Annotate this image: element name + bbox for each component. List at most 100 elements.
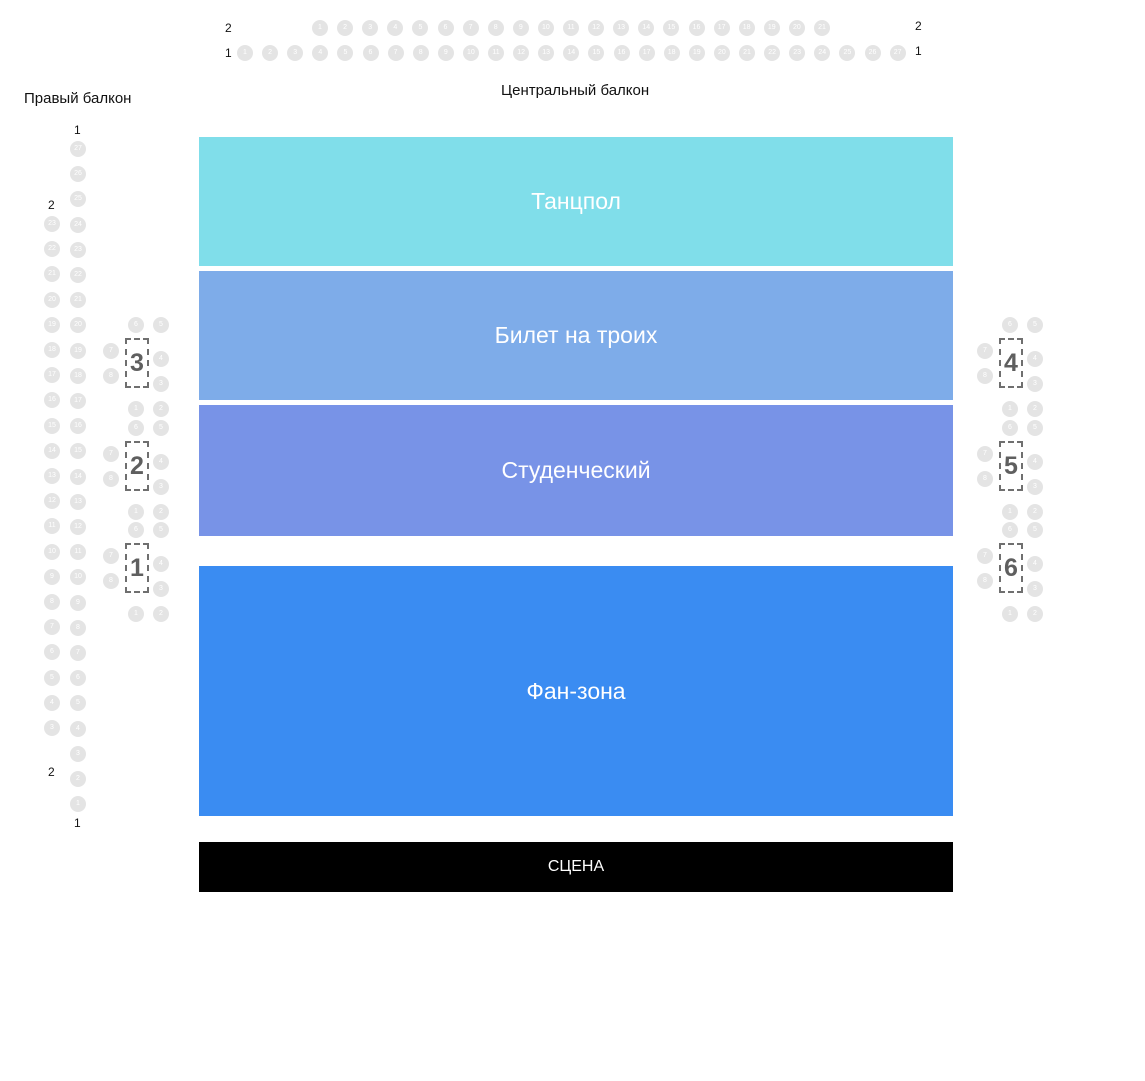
seat-center-r2[interactable]: 9 — [512, 20, 529, 36]
seat-box-6[interactable]: 6 — [1002, 522, 1018, 538]
seat-box-5[interactable]: 1 — [1002, 504, 1018, 520]
seat-box-2[interactable]: 4 — [153, 454, 169, 470]
seat-center-r1[interactable]: 7 — [387, 45, 404, 61]
seat-side-r1[interactable]: 24 — [70, 216, 86, 233]
seat-side-r1[interactable]: 20 — [70, 317, 86, 334]
seat-center-r2[interactable]: 16 — [688, 20, 705, 36]
seat-box-3[interactable]: 8 — [103, 368, 119, 384]
zone-fanzone[interactable]: Фан-зона — [199, 566, 953, 816]
seat-side-r1[interactable]: 25 — [70, 191, 86, 208]
seat-side-r1[interactable]: 11 — [70, 544, 86, 561]
seat-side-r1[interactable]: 7 — [70, 645, 86, 661]
seat-side-r2[interactable]: 9 — [44, 568, 60, 585]
seat-center-r2[interactable]: 6 — [437, 20, 454, 36]
seat-side-r1[interactable]: 5 — [70, 695, 86, 712]
seat-center-r1[interactable]: 8 — [412, 45, 429, 61]
seat-side-r2[interactable]: 23 — [44, 216, 60, 232]
seat-center-r1[interactable]: 15 — [588, 45, 605, 61]
seat-side-r1[interactable]: 8 — [70, 619, 86, 636]
seat-box-5[interactable]: 8 — [977, 471, 993, 487]
seat-center-r2[interactable]: 18 — [738, 20, 755, 36]
seat-side-r1[interactable]: 26 — [70, 166, 86, 183]
seat-side-r1[interactable]: 3 — [70, 745, 86, 762]
seat-center-r1[interactable]: 21 — [739, 45, 755, 61]
seat-center-r2[interactable]: 7 — [462, 20, 479, 36]
seat-box-5[interactable]: 2 — [1027, 504, 1043, 520]
seat-box-3[interactable]: 7 — [103, 343, 119, 359]
seat-center-r1[interactable]: 25 — [839, 45, 856, 61]
seat-box-6[interactable]: 4 — [1027, 556, 1043, 572]
seat-box-1[interactable]: 1 — [128, 606, 144, 622]
seat-side-r1[interactable]: 14 — [70, 468, 86, 485]
seat-center-r1[interactable]: 18 — [663, 45, 680, 61]
seat-box-1[interactable]: 6 — [128, 522, 144, 538]
seat-box-5[interactable]: 4 — [1027, 454, 1043, 470]
seat-side-r2[interactable]: 4 — [44, 694, 60, 711]
seat-side-r2[interactable]: 19 — [44, 316, 60, 333]
seat-center-r2[interactable]: 13 — [613, 20, 630, 36]
seat-side-r1[interactable]: 18 — [70, 367, 86, 384]
seat-center-r1[interactable]: 3 — [287, 45, 304, 61]
seat-center-r2[interactable]: 14 — [638, 20, 655, 36]
seat-box-5[interactable]: 6 — [1002, 420, 1018, 436]
seat-center-r1[interactable]: 19 — [688, 45, 705, 61]
seat-center-r1[interactable]: 6 — [362, 45, 379, 61]
seat-center-r1[interactable]: 4 — [312, 45, 329, 61]
seat-box-4[interactable]: 3 — [1027, 376, 1043, 392]
seat-side-r2[interactable]: 7 — [44, 619, 60, 636]
seat-box-6[interactable]: 3 — [1027, 581, 1043, 597]
seat-center-r1[interactable]: 2 — [262, 45, 279, 61]
seat-box-5[interactable]: 7 — [977, 446, 993, 462]
box-5[interactable]: 5 — [999, 441, 1023, 491]
seat-box-1[interactable]: 2 — [153, 606, 169, 622]
seat-side-r1[interactable]: 16 — [70, 418, 86, 435]
seat-side-r1[interactable]: 1 — [70, 796, 86, 813]
seat-side-r1[interactable]: 21 — [70, 292, 86, 309]
seat-box-3[interactable]: 1 — [128, 401, 144, 417]
seat-center-r2[interactable]: 15 — [663, 20, 680, 36]
seat-box-6[interactable]: 1 — [1002, 606, 1018, 622]
seat-box-6[interactable]: 2 — [1027, 606, 1043, 622]
seat-box-6[interactable]: 7 — [977, 548, 993, 564]
seat-side-r1[interactable]: 27 — [70, 141, 86, 157]
seat-center-r2[interactable]: 17 — [713, 20, 730, 36]
seat-side-r1[interactable]: 10 — [70, 569, 86, 586]
seat-box-1[interactable]: 8 — [103, 573, 119, 589]
box-6[interactable]: 6 — [999, 543, 1023, 593]
seat-center-r1[interactable]: 26 — [864, 45, 881, 61]
seat-center-r1[interactable]: 27 — [889, 45, 906, 61]
seat-box-4[interactable]: 7 — [977, 343, 993, 359]
seat-side-r2[interactable]: 5 — [44, 669, 60, 686]
seat-side-r2[interactable]: 22 — [44, 241, 60, 258]
seat-box-2[interactable]: 1 — [128, 504, 144, 520]
seat-box-4[interactable]: 1 — [1002, 401, 1018, 417]
seat-box-4[interactable]: 8 — [977, 368, 993, 384]
seat-center-r2[interactable]: 10 — [537, 20, 554, 36]
seat-side-r2[interactable]: 18 — [44, 342, 60, 358]
seat-center-r1[interactable]: 22 — [764, 45, 781, 61]
seat-box-6[interactable]: 8 — [977, 573, 993, 589]
seat-center-r1[interactable]: 20 — [713, 45, 730, 61]
seat-side-r2[interactable]: 3 — [44, 720, 60, 736]
seat-side-r1[interactable]: 15 — [70, 443, 86, 460]
seat-center-r2[interactable]: 12 — [588, 20, 605, 36]
seat-side-r1[interactable]: 17 — [70, 393, 86, 409]
box-1[interactable]: 1 — [125, 543, 149, 593]
seat-side-r2[interactable]: 6 — [44, 644, 60, 661]
seat-side-r2[interactable]: 16 — [44, 392, 60, 409]
seat-box-2[interactable]: 5 — [153, 420, 169, 436]
seat-center-r2[interactable]: 4 — [387, 20, 404, 36]
seat-center-r1[interactable]: 10 — [462, 45, 479, 61]
seat-box-2[interactable]: 7 — [103, 446, 119, 462]
seat-side-r2[interactable]: 13 — [44, 468, 60, 484]
seat-box-3[interactable]: 2 — [153, 401, 169, 417]
seat-box-4[interactable]: 2 — [1027, 401, 1043, 417]
seat-center-r2[interactable]: 19 — [763, 20, 780, 36]
seat-center-r1[interactable]: 12 — [513, 45, 530, 61]
seat-center-r2[interactable]: 8 — [487, 20, 504, 36]
seat-side-r1[interactable]: 6 — [70, 670, 86, 687]
box-4[interactable]: 4 — [999, 338, 1023, 388]
seat-box-6[interactable]: 5 — [1027, 522, 1043, 538]
zone-tancpol[interactable]: Танцпол — [199, 137, 953, 266]
seat-box-3[interactable]: 4 — [153, 351, 169, 367]
